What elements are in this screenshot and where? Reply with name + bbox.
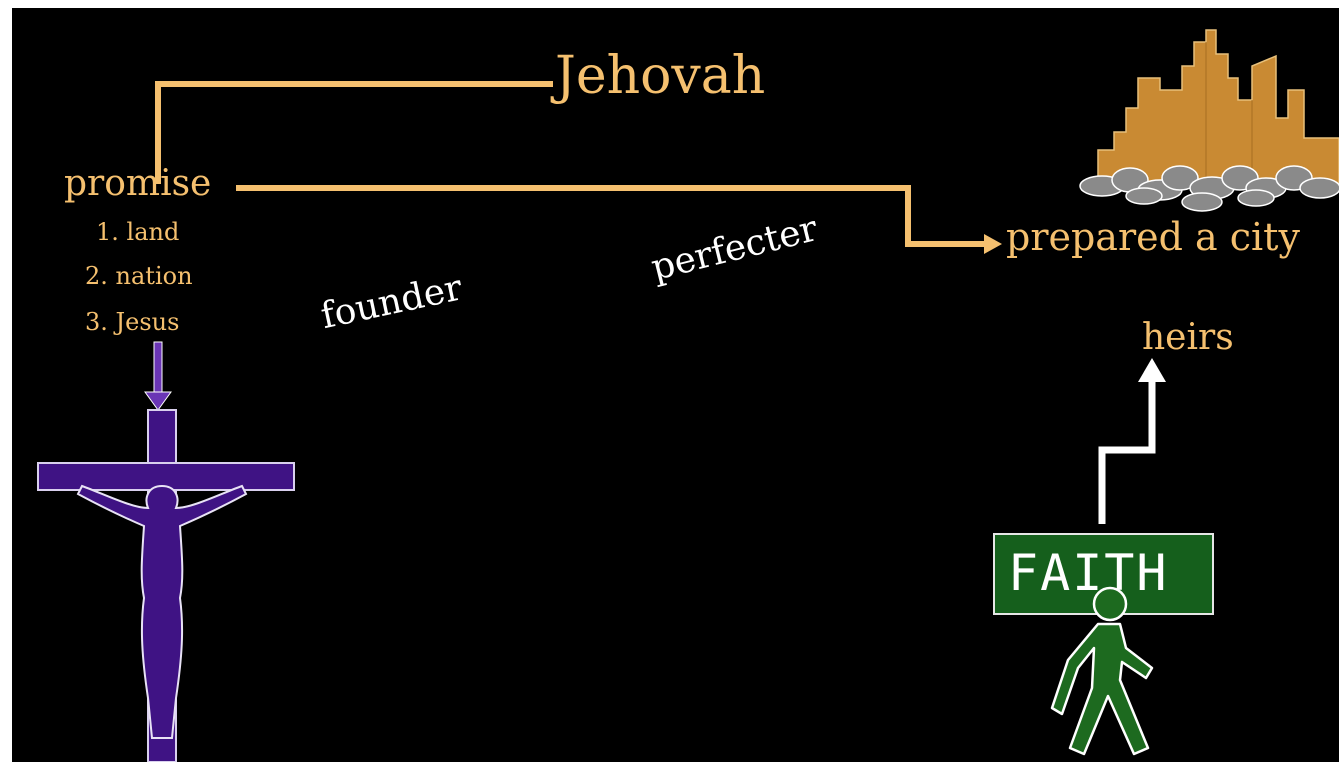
prepared-city-label: prepared a city bbox=[1006, 215, 1300, 259]
promise-item-nation: 2. nation bbox=[85, 262, 193, 290]
jehovah-connector bbox=[155, 81, 553, 184]
promise-label: promise bbox=[64, 163, 212, 204]
heirs-label: heirs bbox=[1142, 317, 1234, 358]
slide: Jehovah promise 1. land 2. nation 3. Jes… bbox=[12, 8, 1339, 762]
walking-person-icon bbox=[1050, 586, 1154, 756]
city-skyline-icon bbox=[1097, 29, 1339, 185]
jehovah-label: Jehovah bbox=[555, 46, 766, 106]
connector-layer bbox=[37, 29, 1339, 762]
faith-to-heirs-arrow bbox=[1098, 358, 1166, 524]
clouds bbox=[1079, 165, 1339, 212]
faith-label: FAITH bbox=[1008, 544, 1169, 602]
promise-item-jesus: 3. Jesus bbox=[85, 308, 180, 336]
promise-item-land: 1. land bbox=[96, 218, 180, 246]
crucifix-icon bbox=[37, 409, 295, 762]
jesus-to-cross-arrow bbox=[144, 341, 172, 411]
city-arrowhead bbox=[984, 234, 1002, 254]
promise-to-city-arrow bbox=[236, 185, 986, 247]
